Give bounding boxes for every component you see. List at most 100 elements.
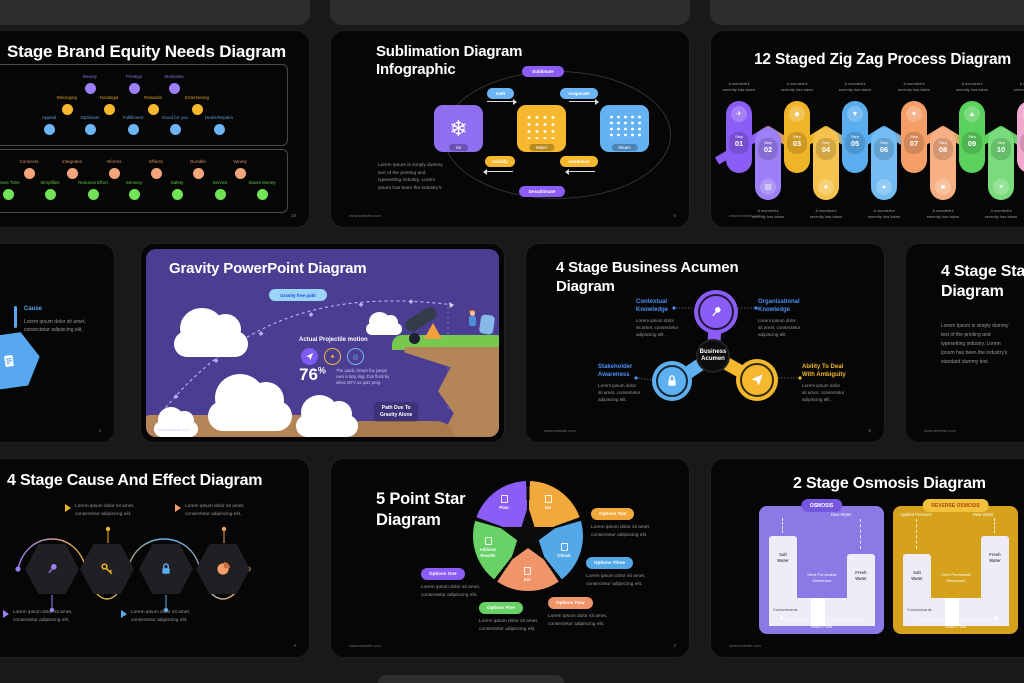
cause-label: Cause — [24, 306, 43, 312]
dot-item: Variety — [210, 158, 270, 179]
paper-plane-icon — [751, 374, 763, 386]
dot-label: Service — [212, 180, 228, 185]
slide-cause-partial[interactable]: Cause Lorem ipsum dolor sit amet, consec… — [0, 243, 115, 443]
option-block: Options One Lorem ipsum dolor sit amet, … — [421, 562, 507, 599]
slide-title: Gravity PowerPoint Diagram — [169, 260, 367, 277]
body-line: adipiscing elit, — [758, 332, 787, 337]
raw-water-label: Raw Water — [973, 512, 994, 517]
website-footer: www.website.com — [729, 213, 761, 218]
option-block: Options Three Lorem ipsum dolor sit amet… — [586, 551, 672, 588]
dot-label: Appeal — [41, 115, 56, 120]
option-body: Lorem ipsum dolor sit amet, consectetur … — [548, 613, 634, 628]
dot-marker — [108, 168, 120, 179]
slide-title: 4 Stage Business Acumen Diagram — [556, 258, 739, 296]
body-line: Lorem ipsum dolor — [636, 318, 675, 323]
step-icon: ▤ — [760, 179, 776, 195]
body-line: sit amet, consectetur — [636, 325, 679, 330]
location-pin-icon: ◎ — [347, 348, 364, 365]
process-pill: evaporate — [560, 88, 598, 99]
arrow-right-icon — [569, 97, 599, 107]
body-line: consectetur adipiscing elit, — [185, 511, 242, 517]
lock-icon — [162, 563, 170, 574]
step-chip: Step 08 — [933, 138, 953, 160]
step-icon: ✦ — [993, 179, 1009, 195]
slide-zigzag-process[interactable]: 12 Staged Zig Zag Process Diagram ✈ Step… — [710, 30, 1024, 228]
option-block: Options Four Lorem ipsum dolor sit amet,… — [548, 591, 634, 628]
dot-item: Informs — [84, 158, 144, 179]
dot-marker — [128, 189, 140, 200]
block-body: Lorem ipsum dolor sit amet, consectetur … — [131, 609, 190, 624]
dot-label: Good for you — [161, 115, 188, 120]
option-block: Options Two Lorem ipsum dolor sit amet, … — [591, 502, 677, 539]
slide-osmosis[interactable]: 2 Stage Osmosis Diagram OSMOSIS Raw Wate… — [710, 458, 1024, 658]
step-icon: ▼ — [847, 106, 863, 122]
dot-marker — [84, 83, 96, 94]
dot-marker — [43, 124, 55, 135]
caption-line: A wonderful — [903, 81, 925, 86]
dot-label: Simplifies — [40, 180, 60, 185]
water-flow-arrow — [915, 616, 999, 620]
projectile-heading: Actual Projectile motion — [299, 337, 368, 343]
hub-line: Acumen — [701, 356, 725, 362]
label-line: Path Due To — [381, 405, 411, 411]
caption-line: A wonderful — [932, 208, 954, 213]
cannon-wheel — [409, 333, 420, 344]
dot-marker — [84, 124, 96, 135]
body-line: consectetur adipiscing elit, — [24, 327, 83, 333]
option-pill: Options One — [421, 567, 465, 580]
label-line: Gravity Alone — [380, 412, 413, 418]
dot-item: Simplifies — [20, 179, 80, 200]
caption-line: when MTV ax quiz prog. — [336, 380, 382, 385]
ambiguity-circle — [736, 359, 778, 401]
cloud — [208, 374, 292, 431]
cause-block: Lorem ipsum dolor sit amet, consectetur … — [3, 609, 72, 624]
slide-stakeholder[interactable]: 4 Stage Stak Diagram Lorem Ipsum is simp… — [905, 243, 1024, 443]
arrow-right-icon — [487, 97, 517, 107]
step-caption: A wonderful serenity has taken — [1000, 81, 1024, 93]
pushpin-icon — [712, 307, 721, 317]
dot-marker — [127, 124, 139, 135]
process-pill: Desublimate — [519, 186, 565, 197]
cloud — [366, 312, 402, 335]
caption-line: A wonderful — [728, 81, 750, 86]
dot-item: Durable — [168, 158, 228, 179]
step-icon: ✈ — [731, 106, 747, 122]
slide-title: Stage Brand Equity Needs Diagram — [7, 42, 286, 61]
cause-block: Lorem ipsum dolor sit amet, consectetur … — [175, 503, 244, 518]
dot-marker — [168, 83, 180, 94]
slide-gravity[interactable]: Gravity PowerPoint Diagram Gravity free … — [140, 243, 505, 443]
step-capsule: ◆ Step 03 A wonderful serenity has taken — [781, 81, 813, 173]
slide-business-acumen[interactable]: 4 Stage Business Acumen Diagram Business… — [525, 243, 885, 443]
step-caption: A wonderful serenity has taken — [884, 81, 944, 93]
step-word: Step — [910, 135, 918, 139]
step-capsule: ▼ Step 05 A wonderful serenity has taken — [839, 81, 871, 173]
arrow-left-icon — [565, 167, 595, 177]
step-number: 10 — [996, 145, 1006, 154]
equity-box-emotional — [0, 64, 288, 146]
body-line: Lorem ipsum dolor — [802, 383, 841, 388]
body-line: Lorem ipsum dolor sit amet, — [24, 319, 86, 325]
step-chip: Step 05 — [845, 132, 865, 154]
title-line-1: 5 Point Star — [376, 490, 466, 508]
slide-five-point-star[interactable]: 5 Point Star Diagram Plan Do Check Act A… — [330, 458, 690, 658]
option-body: Lorem ipsum dolor sit amet, consectetur … — [586, 573, 672, 588]
body-line: Lorem ipsum dolor — [598, 383, 637, 388]
slide-sublimation[interactable]: Sublimation Diagram Infographic ❄ Ice Wa… — [330, 30, 690, 228]
dot-item: Effects — [126, 158, 186, 179]
step-capsule: ☼ Step 11 A wonderful serenity has taken — [1014, 81, 1024, 173]
body-line: consectetur adipiscing elit, — [591, 532, 648, 538]
slide-cause-effect[interactable]: 4 Stage Cause And Effect Diagram — [0, 458, 310, 658]
step-caption: A wonderful serenity has taken — [796, 208, 856, 220]
dashed-arrow — [916, 519, 917, 549]
dot-marker — [128, 83, 140, 94]
rocket-icon — [301, 348, 318, 365]
